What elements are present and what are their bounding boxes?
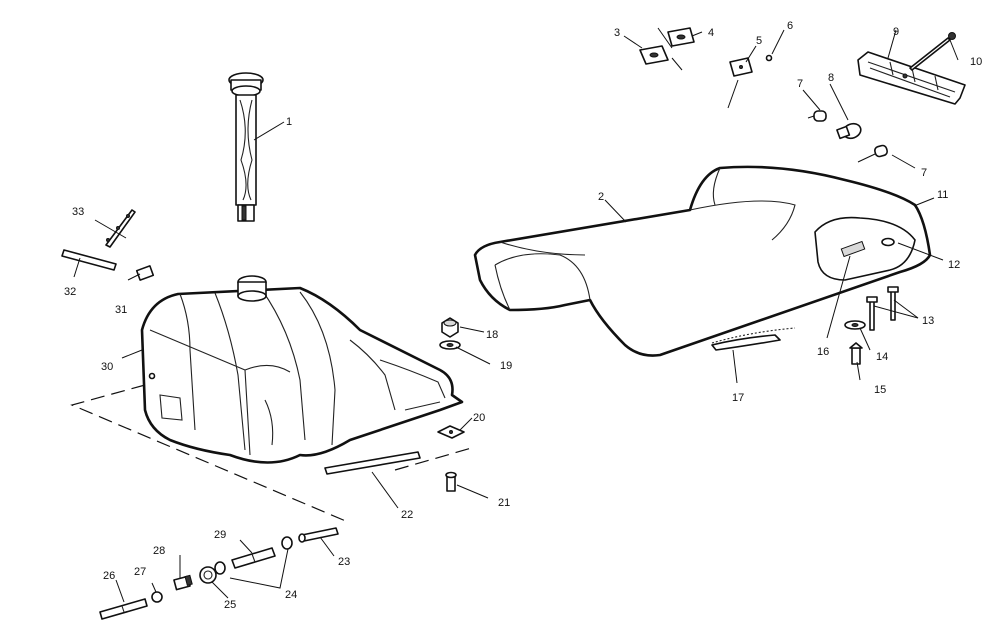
- tank-mount-outline: [70, 384, 349, 523]
- callout-32: 32: [64, 286, 76, 298]
- grommet-25: [199, 566, 217, 584]
- callout-18: 18: [486, 329, 498, 341]
- bolt-21: [445, 471, 457, 492]
- callout-labels: 1 2 3 4 5 6 7 8 7 9 10 11 12 13 14 15 16…: [64, 20, 982, 611]
- leader-lines: [73, 29, 959, 603]
- callout-26: 26: [103, 570, 115, 582]
- callout-5: 5: [756, 35, 762, 47]
- callout-21: 21: [498, 497, 510, 509]
- clip-33: [105, 209, 136, 248]
- callout-30: 30: [101, 361, 113, 373]
- ring-24: [214, 536, 293, 575]
- pin-23: [298, 527, 339, 543]
- callout-4: 4: [708, 27, 714, 39]
- hose-32: [61, 249, 117, 271]
- callout-8: 8: [828, 72, 834, 84]
- ring-27: [151, 591, 163, 603]
- tank-mount-outline-right: [394, 446, 476, 471]
- stud-13: [866, 286, 899, 331]
- strip-22: [324, 451, 421, 475]
- callout-3: 3: [614, 27, 620, 39]
- callout-25: 25: [224, 599, 236, 611]
- fitting-28: [173, 574, 193, 591]
- callout-14: 14: [876, 351, 888, 363]
- plate-5: [729, 57, 753, 77]
- seat: [473, 165, 932, 357]
- fitting-31: [127, 265, 155, 281]
- pad-20: [437, 425, 465, 439]
- bulb-7-upper: [807, 110, 827, 122]
- fuel-sender-tube: [228, 72, 264, 222]
- nut-18: [441, 317, 459, 338]
- callout-29: 29: [214, 529, 226, 541]
- callout-11: 11: [937, 189, 948, 201]
- screw-10: [909, 32, 956, 71]
- callout-20: 20: [473, 412, 485, 424]
- callout-17: 17: [732, 392, 744, 404]
- callout-10: 10: [970, 56, 982, 68]
- plate-3: [639, 45, 669, 65]
- callout-7-lower: 7: [921, 167, 927, 179]
- screw-6: [765, 54, 773, 62]
- callout-13: 13: [922, 315, 934, 327]
- hose-26: [99, 598, 148, 620]
- callout-33: 33: [72, 206, 84, 218]
- callout-7-upper: 7: [797, 78, 803, 90]
- callout-16: 16: [817, 346, 829, 358]
- callout-2: 2: [598, 191, 604, 203]
- callout-28: 28: [153, 545, 165, 557]
- fuel-tank: [140, 275, 464, 464]
- bolt-15: [849, 342, 863, 365]
- callout-23: 23: [338, 556, 350, 568]
- callout-19: 19: [500, 360, 512, 372]
- taillight-9: [857, 51, 966, 105]
- callout-6: 6: [787, 20, 793, 32]
- callout-24: 24: [285, 589, 297, 601]
- hose-29: [231, 547, 276, 569]
- callout-12: 12: [948, 259, 960, 271]
- callout-31: 31: [115, 304, 127, 316]
- washer-14: [844, 320, 866, 330]
- plate-4: [667, 27, 695, 47]
- washer-19: [439, 340, 461, 350]
- bulb-8: [836, 122, 862, 140]
- callout-9: 9: [893, 26, 899, 38]
- callout-1: 1: [286, 116, 292, 128]
- callout-22: 22: [401, 509, 413, 521]
- callout-27: 27: [134, 566, 146, 578]
- bulb-7-lower: [857, 144, 888, 163]
- callout-15: 15: [874, 384, 886, 396]
